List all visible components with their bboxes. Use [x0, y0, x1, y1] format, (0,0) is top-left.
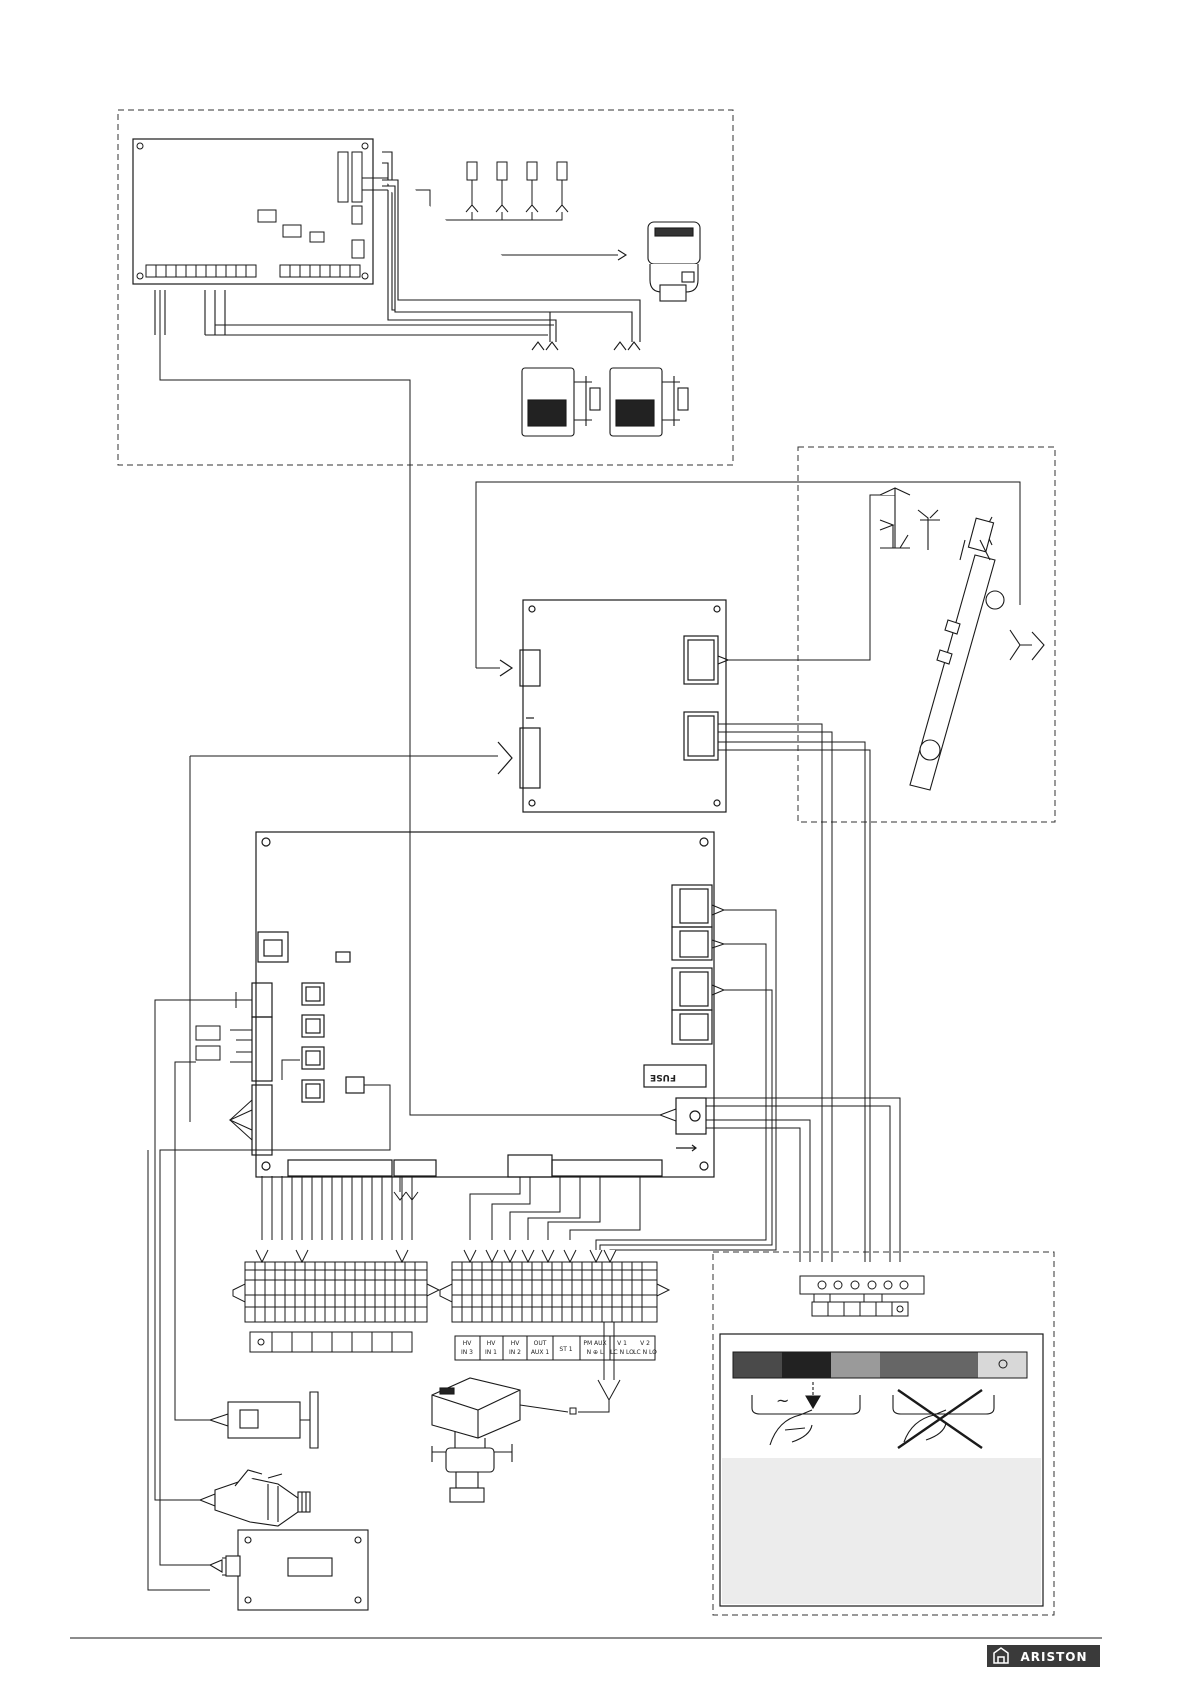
flow-sensor: [200, 1470, 310, 1526]
terminal-label-top: PM AUX: [583, 1340, 606, 1347]
terminal-label-top: OUT: [534, 1340, 547, 1347]
interface-wiring: [190, 482, 1020, 1262]
terminal-label-bottom: LC N LO: [610, 1349, 634, 1356]
ac-symbol: ~: [776, 1391, 789, 1410]
terminal-label-bottom: IN 3: [461, 1349, 473, 1356]
color-swatch: [929, 1352, 978, 1378]
display-panel: [210, 1530, 368, 1610]
color-swatch: [831, 1352, 880, 1378]
terminal-label-bottom: N ⊕ L: [587, 1349, 604, 1356]
zone-control-board: [133, 139, 373, 284]
brand-logo: ARISTON: [987, 1645, 1100, 1667]
main-board: [252, 832, 714, 1177]
warning-panel: ~: [720, 1334, 1043, 1606]
terminal-block-left: [233, 1250, 439, 1352]
terminal-label-bottom: IN 2: [509, 1349, 521, 1356]
terminal-label-bottom: ST 1: [559, 1346, 572, 1353]
zone-valve: [618, 222, 700, 301]
terminal-label-bottom: AUX 1: [531, 1349, 550, 1356]
circulation-pumps: [155, 152, 688, 436]
fuse-label: FUSE: [650, 1072, 676, 1082]
color-swatch: [733, 1352, 782, 1378]
interface-board: [498, 600, 728, 812]
pressure-switch: [210, 1392, 318, 1448]
color-swatch: [978, 1352, 1027, 1378]
terminal-label-top: HV: [511, 1340, 521, 1347]
terminal-label-top: V 1: [617, 1340, 627, 1347]
color-swatch: [782, 1352, 831, 1378]
color-swatch: [880, 1352, 929, 1378]
electric-heater: [880, 488, 1044, 790]
terminal-label-bottom: LC N LO: [633, 1349, 657, 1356]
diverter-valve: [432, 1378, 568, 1502]
terminal-label-top: HV: [487, 1340, 497, 1347]
brand-name: ARISTON: [1020, 1650, 1087, 1664]
terminal-label-top: V 2: [640, 1340, 650, 1347]
terminal-label-bottom: IN 1: [485, 1349, 497, 1356]
mains-terminal: [800, 1276, 924, 1316]
terminal-label-top: HV: [463, 1340, 473, 1347]
